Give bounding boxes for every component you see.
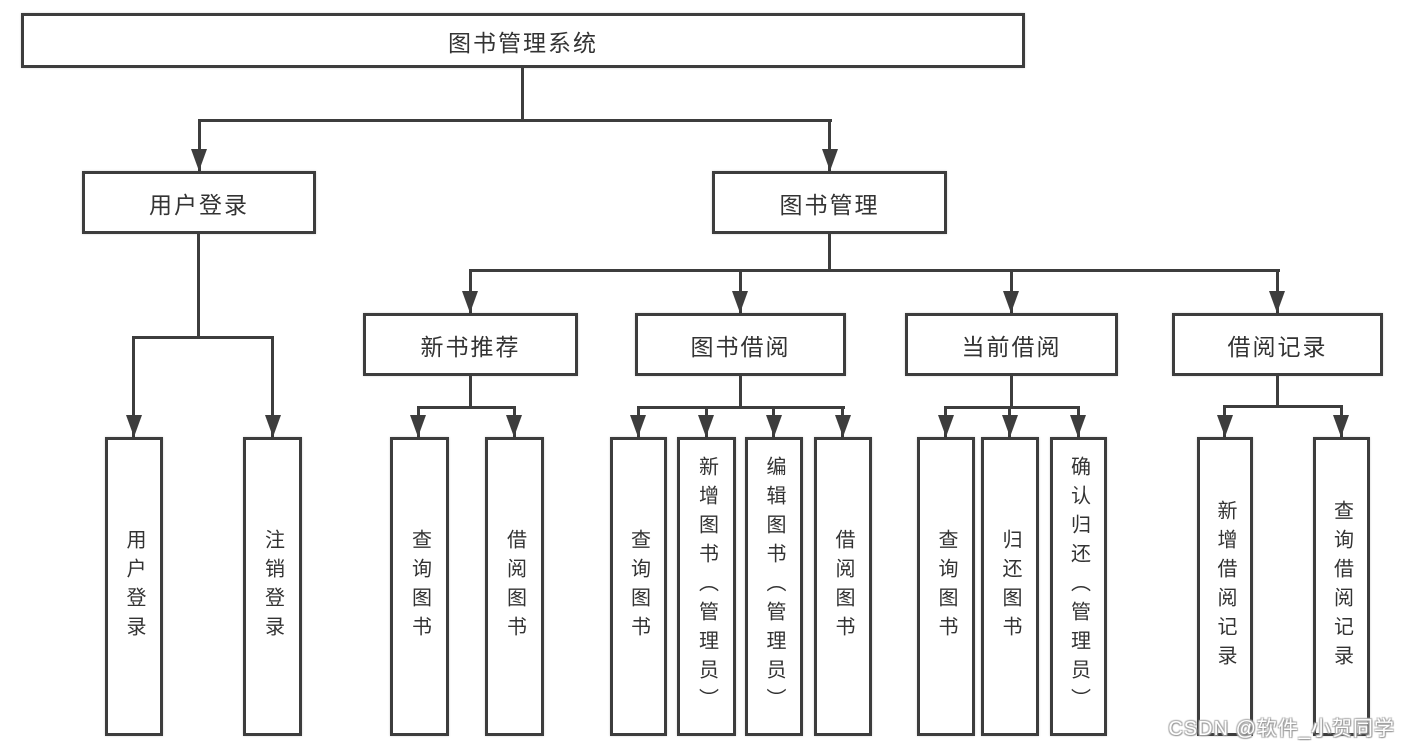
down-arrow-icon — [462, 291, 478, 313]
down-arrow-icon — [1003, 291, 1019, 313]
node-current-borrowing-label: 当前借阅 — [961, 333, 1062, 360]
leaf-bb-edit-books-admin-label: 编辑图书（管理员） — [763, 456, 785, 717]
node-book-borrowing: 图书借阅 — [635, 313, 846, 376]
csdn-watermark: CSDN @软件_小贺同学 — [1168, 718, 1395, 740]
connector-root-rail — [198, 119, 832, 122]
leaf-cb-confirm-return-admin: 确认归还（管理员） — [1050, 437, 1107, 736]
leaf-bb-borrow-books: 借阅图书 — [814, 437, 872, 736]
connector-nbr-rail — [417, 406, 516, 409]
leaf-bb-borrow-books-label: 借阅图书 — [832, 528, 854, 645]
connector-userlogin-rail — [132, 336, 274, 339]
leaf-cb-return-books: 归还图书 — [981, 437, 1039, 736]
leaf-bb-query-books-label: 查询图书 — [627, 528, 650, 645]
connector-bookmgmt-rail — [469, 269, 1280, 272]
connector-bb-rail — [637, 406, 845, 409]
leaf-bb-edit-books-admin: 编辑图书（管理员） — [745, 437, 803, 736]
leaf-br-add-borrow-record-label: 新增借阅记录 — [1214, 499, 1236, 674]
down-arrow-icon — [410, 415, 426, 437]
down-arrow-icon — [835, 415, 851, 437]
leaf-bb-add-books-admin: 新增图书（管理员） — [677, 437, 736, 736]
leaf-nbr-query-books-label: 查询图书 — [408, 528, 431, 645]
connector-nbr-stem — [469, 376, 472, 409]
down-arrow-icon — [1217, 415, 1233, 437]
down-arrow-icon — [1002, 415, 1018, 437]
leaf-cb-return-books-label: 归还图书 — [999, 528, 1021, 645]
connector-cb-rail — [944, 406, 1080, 409]
leaf-nbr-query-books: 查询图书 — [390, 437, 449, 736]
down-arrow-icon — [1333, 415, 1349, 437]
node-book-management-label: 图书管理 — [779, 191, 880, 218]
leaf-br-add-borrow-record: 新增借阅记录 — [1197, 437, 1253, 736]
node-book-borrowing-label: 图书借阅 — [690, 333, 791, 360]
node-new-book-recommend-label: 新书推荐 — [420, 333, 521, 360]
connector-userlogin-drop-1 — [132, 336, 135, 437]
connector-userlogin-drop-2 — [271, 336, 274, 437]
connector-root-drop-right — [828, 119, 831, 171]
down-arrow-icon — [698, 415, 714, 437]
connector-cb-stem — [1010, 376, 1013, 409]
leaf-br-query-borrow-record-label: 查询借阅记录 — [1330, 499, 1353, 674]
down-arrow-icon — [265, 415, 281, 437]
leaf-user-login-label: 用户登录 — [123, 528, 145, 645]
down-arrow-icon — [1070, 415, 1086, 437]
down-arrow-icon — [630, 415, 646, 437]
down-arrow-icon — [126, 415, 142, 437]
connector-bb-stem — [739, 376, 742, 409]
down-arrow-icon — [766, 415, 782, 437]
connector-root-drop-left — [198, 119, 201, 171]
down-arrow-icon — [1269, 291, 1285, 313]
leaf-bb-add-books-admin-label: 新增图书（管理员） — [695, 456, 718, 717]
connector-br-rail — [1223, 405, 1343, 408]
leaf-bb-query-books: 查询图书 — [610, 437, 667, 736]
node-borrowing-records-label: 借阅记录 — [1227, 333, 1328, 360]
leaf-nbr-borrow-books: 借阅图书 — [485, 437, 544, 736]
leaf-cb-confirm-return-admin-label: 确认归还（管理员） — [1067, 456, 1090, 717]
node-user-login: 用户登录 — [82, 171, 316, 234]
node-new-book-recommend: 新书推荐 — [363, 313, 578, 376]
connector-br-stem — [1276, 376, 1279, 408]
connector-root-stem — [521, 68, 524, 121]
connector-bookmgmt-stem — [828, 234, 831, 272]
node-current-borrowing: 当前借阅 — [905, 313, 1118, 376]
node-root-label: 图书管理系统 — [448, 29, 598, 56]
node-book-management: 图书管理 — [712, 171, 947, 234]
leaf-br-query-borrow-record: 查询借阅记录 — [1313, 437, 1370, 736]
down-arrow-icon — [822, 149, 838, 171]
leaf-cb-query-books-label: 查询图书 — [935, 528, 957, 645]
leaf-logout-login-label: 注销登录 — [261, 528, 284, 645]
leaf-cb-query-books: 查询图书 — [917, 437, 975, 736]
node-root: 图书管理系统 — [21, 13, 1025, 68]
leaf-logout-login: 注销登录 — [243, 437, 302, 736]
leaf-nbr-borrow-books-label: 借阅图书 — [503, 528, 526, 645]
leaf-user-login: 用户登录 — [105, 437, 163, 736]
down-arrow-icon — [506, 415, 522, 437]
down-arrow-icon — [732, 291, 748, 313]
down-arrow-icon — [938, 415, 954, 437]
connector-userlogin-stem — [197, 234, 200, 339]
node-user-login-label: 用户登录 — [149, 191, 249, 218]
down-arrow-icon — [191, 149, 207, 171]
node-borrowing-records: 借阅记录 — [1172, 313, 1383, 376]
